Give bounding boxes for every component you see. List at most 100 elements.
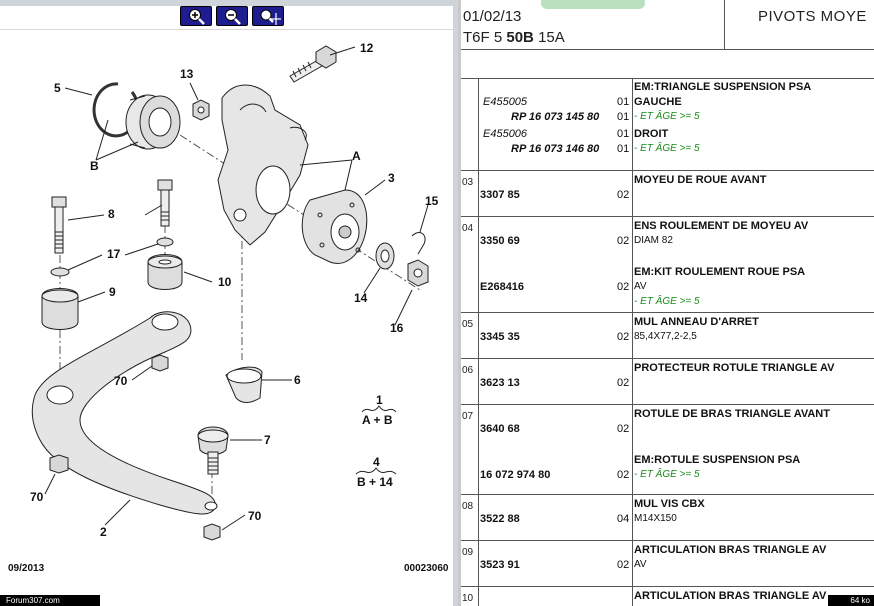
label-3: 3 (388, 171, 395, 185)
model-code-bold: 50B (506, 29, 534, 46)
bushing-part-10 (147, 254, 183, 290)
pane-divider[interactable] (458, 0, 461, 606)
zoom-out-button[interactable] (216, 6, 248, 26)
part-detail: AV (634, 281, 647, 292)
parts-list-pane: 01/02/13 T6F 5 50B 15A PIVOTS MOYE EM:TR… (461, 0, 874, 606)
bolt-part-8a (51, 196, 67, 254)
part-description: MUL ANNEAU D'ARRET (634, 316, 759, 328)
part-quantity: 01 (617, 128, 630, 140)
part-description: EM:TRIANGLE SUSPENSION PSA (634, 81, 812, 93)
scroll-tab[interactable] (541, 0, 645, 9)
label-13: 13 (180, 67, 194, 81)
part-quantity: 02 (617, 423, 630, 435)
part-detail: 85,4X77,2-2,5 (634, 331, 697, 342)
part-reference: E455005 (483, 96, 528, 108)
diagram-date-stamp: 09/2013 (8, 563, 45, 574)
label-6: 6 (294, 373, 301, 387)
nut-part-70a (151, 354, 169, 372)
index-cell (461, 79, 479, 170)
legend-2-number: 4 (373, 455, 380, 469)
index-cell (461, 217, 479, 312)
part-condition: - ET ÂGE >= 5 (634, 296, 700, 307)
part-condition: - ET ÂGE >= 5 (634, 469, 700, 480)
index-cell (461, 313, 479, 358)
part-reference: 3307 85 (480, 189, 520, 201)
bolt-part-8b (157, 179, 173, 227)
model-code-suffix: 15A (538, 29, 565, 46)
file-size-badge: 64 ko (828, 595, 874, 606)
steering-knuckle-part (217, 84, 309, 246)
row-index: 10 (462, 593, 474, 604)
parts-table: EM:TRIANGLE SUSPENSION PSA E455005 01 GAUCH… (461, 78, 874, 606)
table-row[interactable]: EM:TRIANGLE SUSPENSION PSA E455005 01 GAUCH… (461, 79, 874, 171)
parts-header: 01/02/13 T6F 5 50B 15A PIVOTS MOYE (461, 0, 874, 50)
label-9: 9 (109, 285, 116, 299)
model-code-prefix: T6F 5 (463, 29, 503, 46)
label-2: 2 (100, 525, 107, 539)
legend-2-formula: B + 14 (357, 475, 393, 489)
window-frame-top (0, 0, 458, 6)
part-description: EM:ROTULE SUSPENSION PSA (634, 454, 801, 466)
part-description: DROIT (634, 128, 669, 140)
label-7: 7 (264, 433, 271, 447)
legend-1-formula: A + B (362, 413, 393, 427)
part-description: MUL VIS CBX (634, 498, 705, 510)
ball-joint-boot-part (225, 366, 263, 403)
diagram-document-code: 00023060 (404, 563, 449, 574)
part-detail: M14X150 (634, 513, 677, 524)
label-10: 10 (218, 275, 232, 289)
label-12: 12 (360, 41, 374, 55)
lower-control-arm-part (31, 311, 218, 515)
label-17: 17 (107, 247, 121, 261)
label-8: 8 (108, 207, 115, 221)
header-date: 01/02/13 (463, 8, 522, 25)
part-quantity: 02 (617, 235, 630, 247)
qty-cell (616, 217, 633, 312)
part-description: GAUCHE (634, 96, 682, 108)
part-quantity: 01 (617, 96, 630, 108)
window-frame-right (453, 0, 458, 606)
washer-part-14 (375, 242, 395, 270)
zoom-in-button[interactable] (180, 6, 212, 26)
part-reference: 3345 35 (480, 331, 520, 343)
part-quantity: 02 (617, 331, 630, 343)
part-reference: 16 072 974 80 (480, 469, 551, 481)
index-cell (461, 405, 479, 494)
part-description: MOYEU DE ROUE AVANT (634, 174, 767, 186)
label-A: A (352, 149, 361, 163)
legend-1-number: 1 (376, 393, 383, 407)
row-index: 06 (462, 365, 474, 376)
qty-cell (616, 313, 633, 358)
part-description: ARTICULATION BRAS TRIANGLE AV (634, 544, 827, 556)
row-index: 08 (462, 501, 474, 512)
zoom-move-button[interactable] (252, 6, 284, 26)
part-reference: 3640 68 (480, 423, 520, 435)
label-70-upper: 70 (114, 374, 128, 388)
part-condition: - ET ÂGE >= 5 (634, 143, 700, 154)
part-quantity: 01 (617, 143, 630, 155)
part-quantity: 02 (617, 377, 630, 389)
label-70-left: 70 (30, 490, 44, 504)
qty-cell (616, 405, 633, 494)
part-quantity: 01 (617, 111, 630, 123)
row-index: 09 (462, 547, 474, 558)
bolt-part-12 (289, 45, 337, 83)
label-15: 15 (425, 194, 439, 208)
part-quantity: 04 (617, 513, 630, 525)
index-cell (461, 495, 479, 540)
exploded-view-diagram: 12 13 5 B A 3 8 15 17 10 9 14 16 70 6 7 … (30, 41, 439, 541)
diagram-pane: 12 13 5 B A 3 8 15 17 10 9 14 16 70 6 7 … (0, 0, 458, 606)
index-cell (461, 359, 479, 404)
part-reference: 3523 91 (480, 559, 520, 571)
washer-part-17b (156, 237, 174, 247)
part-description: ENS ROULEMENT DE MOYEU AV (634, 220, 809, 232)
ball-joint-part (197, 426, 229, 475)
